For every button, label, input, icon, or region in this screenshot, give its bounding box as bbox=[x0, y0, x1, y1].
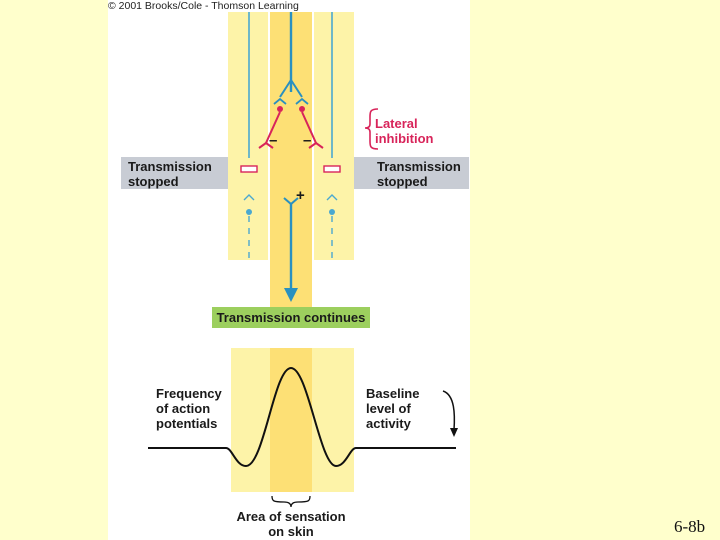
transmission-stopped-right: Transmission stopped bbox=[377, 159, 461, 189]
baseline-arrow bbox=[442, 390, 456, 431]
lateral-inhibition-diagram bbox=[121, 12, 469, 508]
left-lower-cell bbox=[246, 209, 252, 215]
inhibitory-cell-right bbox=[299, 106, 305, 112]
plus-sign: + bbox=[296, 187, 305, 204]
right-lower-dendrite bbox=[326, 194, 338, 201]
transmission-stopped-left: Transmission stopped bbox=[128, 159, 212, 189]
receptor-column-right bbox=[314, 12, 354, 260]
frequency-label: Frequency of action potentials bbox=[156, 386, 222, 431]
area-of-sensation-label: Area of sensation on skin bbox=[236, 509, 346, 539]
lateral-inhibition-brace bbox=[364, 108, 379, 150]
inhibitory-axons bbox=[265, 111, 317, 144]
inhibitory-dendrites bbox=[273, 97, 309, 105]
left-lower-dendrite bbox=[243, 194, 255, 201]
center-neuron-branches bbox=[279, 79, 303, 98]
receptor-column-left bbox=[228, 12, 268, 260]
right-block-marker bbox=[323, 165, 341, 173]
right-lower-cell bbox=[329, 209, 335, 215]
baseline-label: Baseline level of activity bbox=[366, 386, 420, 431]
minus-sign-right: – bbox=[303, 132, 312, 149]
inhibitory-cell-left bbox=[277, 106, 283, 112]
inhibitory-synapses bbox=[258, 141, 324, 149]
figure-panel: © 2001 Brooks/Cole - Thomson Learning bbox=[108, 0, 470, 540]
graph-column-center bbox=[270, 348, 312, 492]
gray-band-left bbox=[121, 157, 228, 189]
frequency-curve bbox=[225, 366, 456, 468]
left-block-marker bbox=[240, 165, 258, 173]
transmission-continues-label: Transmission continues bbox=[216, 310, 366, 325]
baseline-arrowhead bbox=[450, 428, 458, 437]
gray-band-right bbox=[354, 157, 469, 189]
center-arrowhead bbox=[284, 288, 298, 302]
minus-sign-left: – bbox=[269, 132, 278, 149]
lateral-inhibition-label: Lateral inhibition bbox=[375, 116, 434, 146]
transmission-continues-bar bbox=[212, 307, 370, 328]
area-brace bbox=[271, 495, 311, 508]
copyright-notice: © 2001 Brooks/Cole - Thomson Learning bbox=[108, 0, 299, 12]
slide-number: 6-8b bbox=[674, 517, 706, 536]
